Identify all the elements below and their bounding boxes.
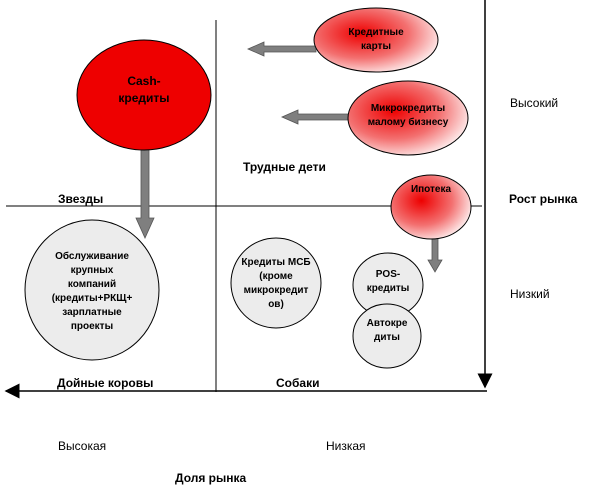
quadrant-question-marks-label: Трудные дети — [243, 160, 326, 174]
cash-credits-label: Cash- кредиты — [118, 74, 170, 105]
arrow-cash-to-corporate — [135, 147, 155, 239]
microcredits-label: Микрокредиты малому бизнесу — [367, 103, 449, 128]
sme-credits-circle — [230, 237, 322, 329]
auto-credits-circle — [352, 303, 422, 369]
x-high-label: Высокая — [58, 439, 107, 453]
pos-credits-label: POS- кредиты — [366, 269, 410, 294]
cash-credits-circle — [76, 39, 212, 151]
credit-cards-label: Кредитные карты — [348, 27, 404, 52]
arrow-credit-cards-left — [247, 41, 317, 57]
quadrant-dogs-label: Собаки — [276, 376, 320, 390]
corporate-label: Обслуживание крупных компаний (кредиты+Р… — [51, 251, 133, 332]
x-low-label: Низкая — [326, 439, 366, 453]
quadrant-cash-cows-label: Дойные коровы — [57, 376, 154, 390]
quadrant-stars-label: Звезды — [58, 192, 104, 206]
corporate-circle — [24, 219, 160, 361]
mortgage-label: Ипотека — [410, 184, 452, 195]
credit-cards-circle — [313, 7, 439, 73]
sme-credits-label: Кредиты МСБ (кроме микрокредит ов) — [241, 257, 311, 310]
microcredits-circle — [347, 80, 469, 156]
arrow-microcredits-left — [281, 109, 350, 125]
y-axis-title: Рост рынка — [509, 192, 578, 206]
mortgage-circle — [390, 174, 472, 240]
arrow-mortgage-down — [427, 236, 443, 273]
x-axis-title: Доля рынка — [175, 471, 247, 485]
y-low-label: Низкий — [510, 287, 550, 301]
y-high-label: Высокий — [510, 96, 559, 110]
auto-credits-label: Автокре диты — [366, 318, 408, 343]
